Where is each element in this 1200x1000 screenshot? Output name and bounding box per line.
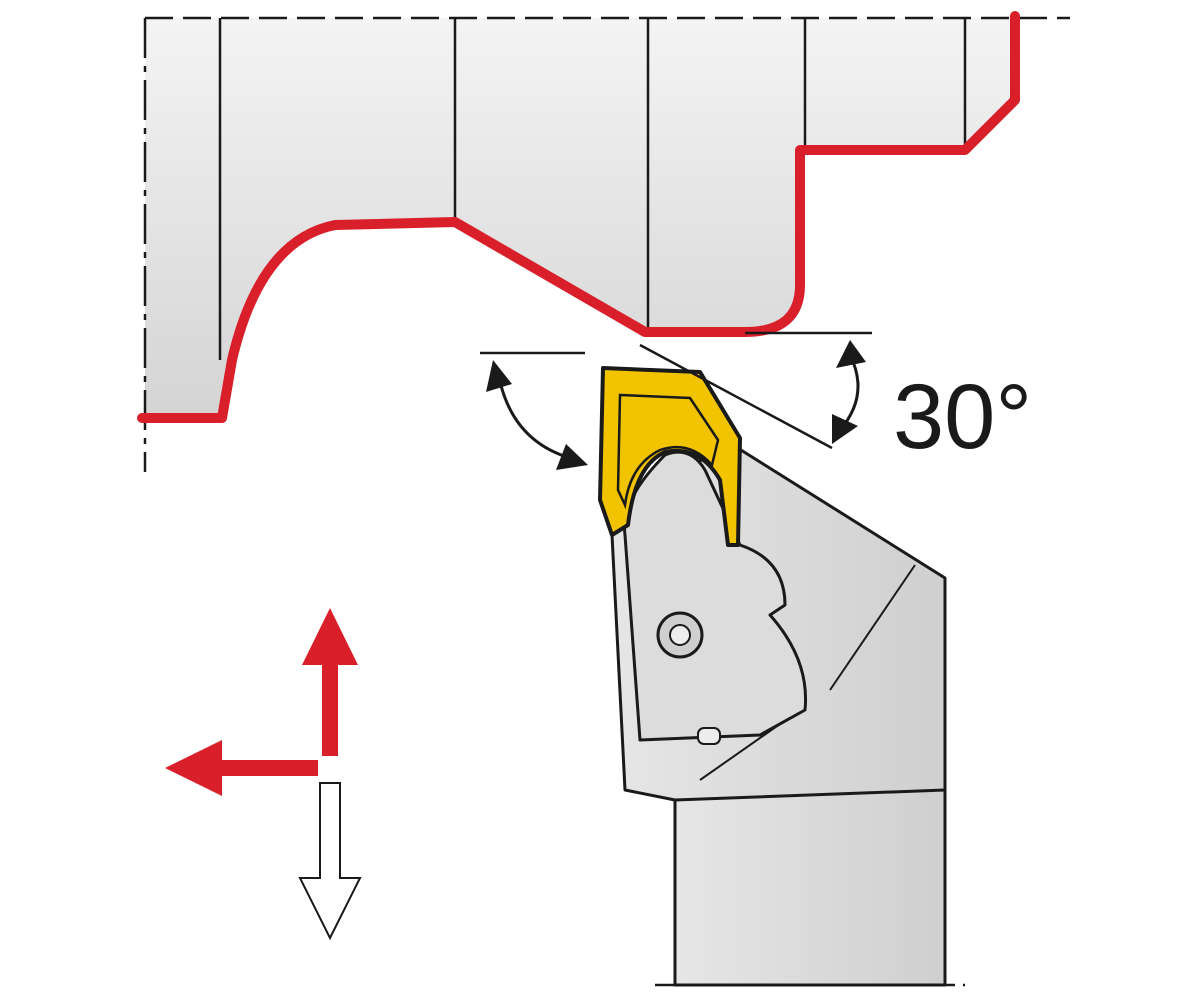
workpiece [137, 11, 1070, 472]
workpiece-section-lines [218, 18, 967, 360]
approach-angle-annotation [480, 331, 872, 470]
arrow-left-icon [165, 740, 318, 796]
arrow-down-icon [298, 782, 362, 941]
angle-label: 30° [893, 366, 1032, 468]
cutting-insert [598, 366, 742, 547]
insert-body [598, 366, 742, 547]
feed-arrows [165, 608, 362, 941]
tool-holder [610, 438, 965, 987]
workpiece-body [145, 18, 1015, 418]
arrow-up-icon [302, 608, 358, 756]
holder-shank [673, 788, 947, 987]
machined-profile [137, 11, 1020, 423]
insert-chipbreaker [616, 393, 720, 510]
insert-clamp [623, 450, 808, 742]
